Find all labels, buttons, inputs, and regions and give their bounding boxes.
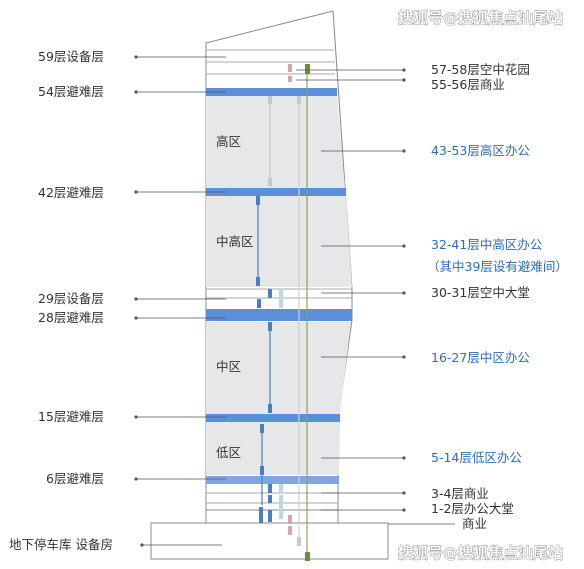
label-29-equipment: 29层设备层 (38, 291, 104, 306)
zone-fill-mid (206, 322, 351, 414)
label-basement: 地下停车库 设备房 (9, 537, 113, 552)
zone-label-low: 低区 (216, 445, 241, 460)
label-28-refuge: 28层避难层 (38, 310, 104, 325)
leader-dot-sky-lobby (402, 291, 406, 295)
label-office-5: 5-14层低区办公 (431, 450, 522, 465)
elevator-lobby-light-b (279, 495, 283, 519)
elevator-lobby-blue-c (259, 507, 263, 523)
elevator-high-gray-bottom (268, 178, 272, 186)
leader-dot-29 (134, 297, 138, 301)
zone-label-mid: 中区 (216, 359, 241, 374)
elevator-lobby-blue-d (268, 510, 272, 522)
leader-dot-28 (134, 316, 138, 320)
elevator-mid-high-bottom (256, 277, 260, 286)
watermark-top: 搜狐号@搜狐焦点汕尾站 (398, 9, 563, 27)
zone-fill-high (206, 96, 345, 188)
elevator-mid-bottom (268, 404, 272, 413)
leader-dot-42 (134, 190, 138, 194)
label-podium-commerce: 商业 (462, 516, 487, 531)
leader-dot-6 (134, 477, 138, 481)
elevator-basement-gray (297, 537, 301, 546)
label-office-16: 16-27层中区办公 (431, 350, 530, 365)
label-59-equipment: 59层设备层 (38, 49, 104, 64)
label-commerce-55: 55-56层商业 (431, 77, 505, 92)
elevator-garden-green-top (305, 64, 310, 74)
leader-dot-54 (134, 90, 138, 94)
label-6-refuge: 6层避难层 (46, 471, 104, 486)
label-office-32-note: （其中39层设有避难间） (427, 259, 568, 274)
leader-dot-commerce-55 (402, 78, 406, 82)
elevator-high-gray-top (268, 96, 272, 104)
label-sky-garden: 57-58层空中花园 (431, 62, 530, 77)
elevator-low-top (260, 424, 264, 433)
refuge-band-42 (206, 188, 346, 196)
leader-dot-office-43 (402, 149, 406, 153)
leader-dot-office-16 (402, 355, 406, 359)
leader-dot-office-32 (402, 244, 406, 248)
leader-dot-office-5 (402, 456, 406, 460)
elevator-commerce-pink-low2 (288, 526, 292, 535)
refuge-band-6 (206, 476, 339, 484)
elevator-mid-top (268, 322, 272, 331)
watermark-bottom: 搜狐号@搜狐焦点汕尾站 (398, 544, 563, 562)
elevator-low-bottom (260, 466, 264, 475)
elevator-mid-high-top (256, 196, 260, 205)
label-15-refuge: 15层避难层 (38, 409, 104, 424)
refuge-band-54 (206, 88, 337, 96)
refuge-band-28 (206, 309, 352, 321)
elevator-skylobby-light-low (279, 299, 283, 308)
label-office-43: 43-53层高区办公 (431, 143, 530, 158)
leader-dot-sky-garden (402, 68, 406, 72)
elevator-lobby-blue-a (268, 484, 272, 493)
zone-label-mid-high: 中高区 (216, 234, 254, 249)
leader-dot-59 (134, 55, 138, 59)
leader-dot-15 (134, 415, 138, 419)
label-54-refuge: 54层避难层 (38, 84, 104, 99)
label-42-refuge: 42层避难层 (38, 185, 104, 200)
leader-dot-lobby-1 (402, 508, 406, 512)
elevator-commerce-pink-low (288, 515, 292, 524)
elevator-skylobby-blue (268, 289, 272, 298)
elevator-commerce-pink-top (288, 64, 292, 72)
label-sky-lobby: 30-31层空中大堂 (431, 285, 530, 300)
zone-fill-mid-high (206, 196, 352, 287)
podium-block (150, 522, 389, 560)
elevator-commerce-pink-top2 (288, 76, 292, 82)
label-office-32: 32-41层中高区办公 (431, 237, 543, 252)
elevator-skylobby-light (279, 289, 283, 298)
leader-dot-commerce-3 (402, 491, 406, 495)
elevator-lobby-light-a (279, 484, 283, 493)
elevator-lobby-blue-b (268, 495, 272, 503)
leader-dot-basement (140, 543, 144, 547)
refuge-band-15 (206, 414, 340, 422)
elevator-shuttle-gray-top (297, 96, 301, 104)
elevator-skylobby-blue-low (257, 299, 261, 308)
zone-label-high: 高区 (216, 134, 241, 149)
elevator-garden-green-bottom (305, 552, 310, 561)
label-commerce-3: 3-4层商业 (431, 486, 489, 501)
label-lobby-1: 1-2层办公大堂 (431, 501, 514, 516)
